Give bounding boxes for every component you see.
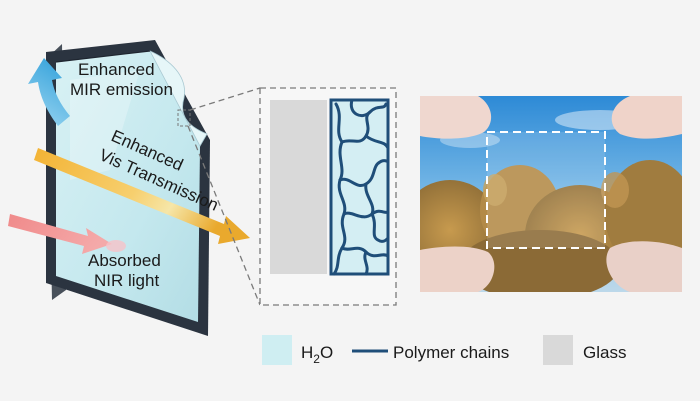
glass-layer: [270, 100, 327, 274]
sample-photo: [420, 96, 682, 292]
zoom-schematic: [259, 87, 397, 306]
svg-text:Absorbed: Absorbed: [88, 251, 161, 270]
vis-transmission-arrow: [34, 148, 250, 244]
zoom-source-box: [177, 109, 191, 127]
sample-outline: [486, 131, 606, 249]
svg-text:NIR light: NIR light: [94, 271, 159, 290]
svg-text:Glass: Glass: [583, 343, 626, 362]
zoom-connectors: [187, 87, 261, 306]
label-nir: Absorbed NIR light: [88, 251, 161, 290]
legend-item-glass: Glass: [543, 335, 626, 365]
polymer-network: [332, 98, 390, 276]
svg-text:H2O: H2O: [301, 343, 333, 366]
svg-text:Enhanced: Enhanced: [78, 60, 155, 79]
label-mir: Enhanced MIR emission: [70, 60, 173, 99]
legend-item-polymer: Polymer chains: [352, 343, 509, 362]
legend-item-h2o: H2O: [262, 335, 333, 366]
svg-text:Polymer chains: Polymer chains: [393, 343, 509, 362]
mir-emission-arrow: [28, 58, 70, 126]
nir-absorbed-arrow: [8, 214, 126, 254]
legend: H2O Polymer chains Glass: [262, 335, 626, 366]
svg-text:MIR emission: MIR emission: [70, 80, 173, 99]
